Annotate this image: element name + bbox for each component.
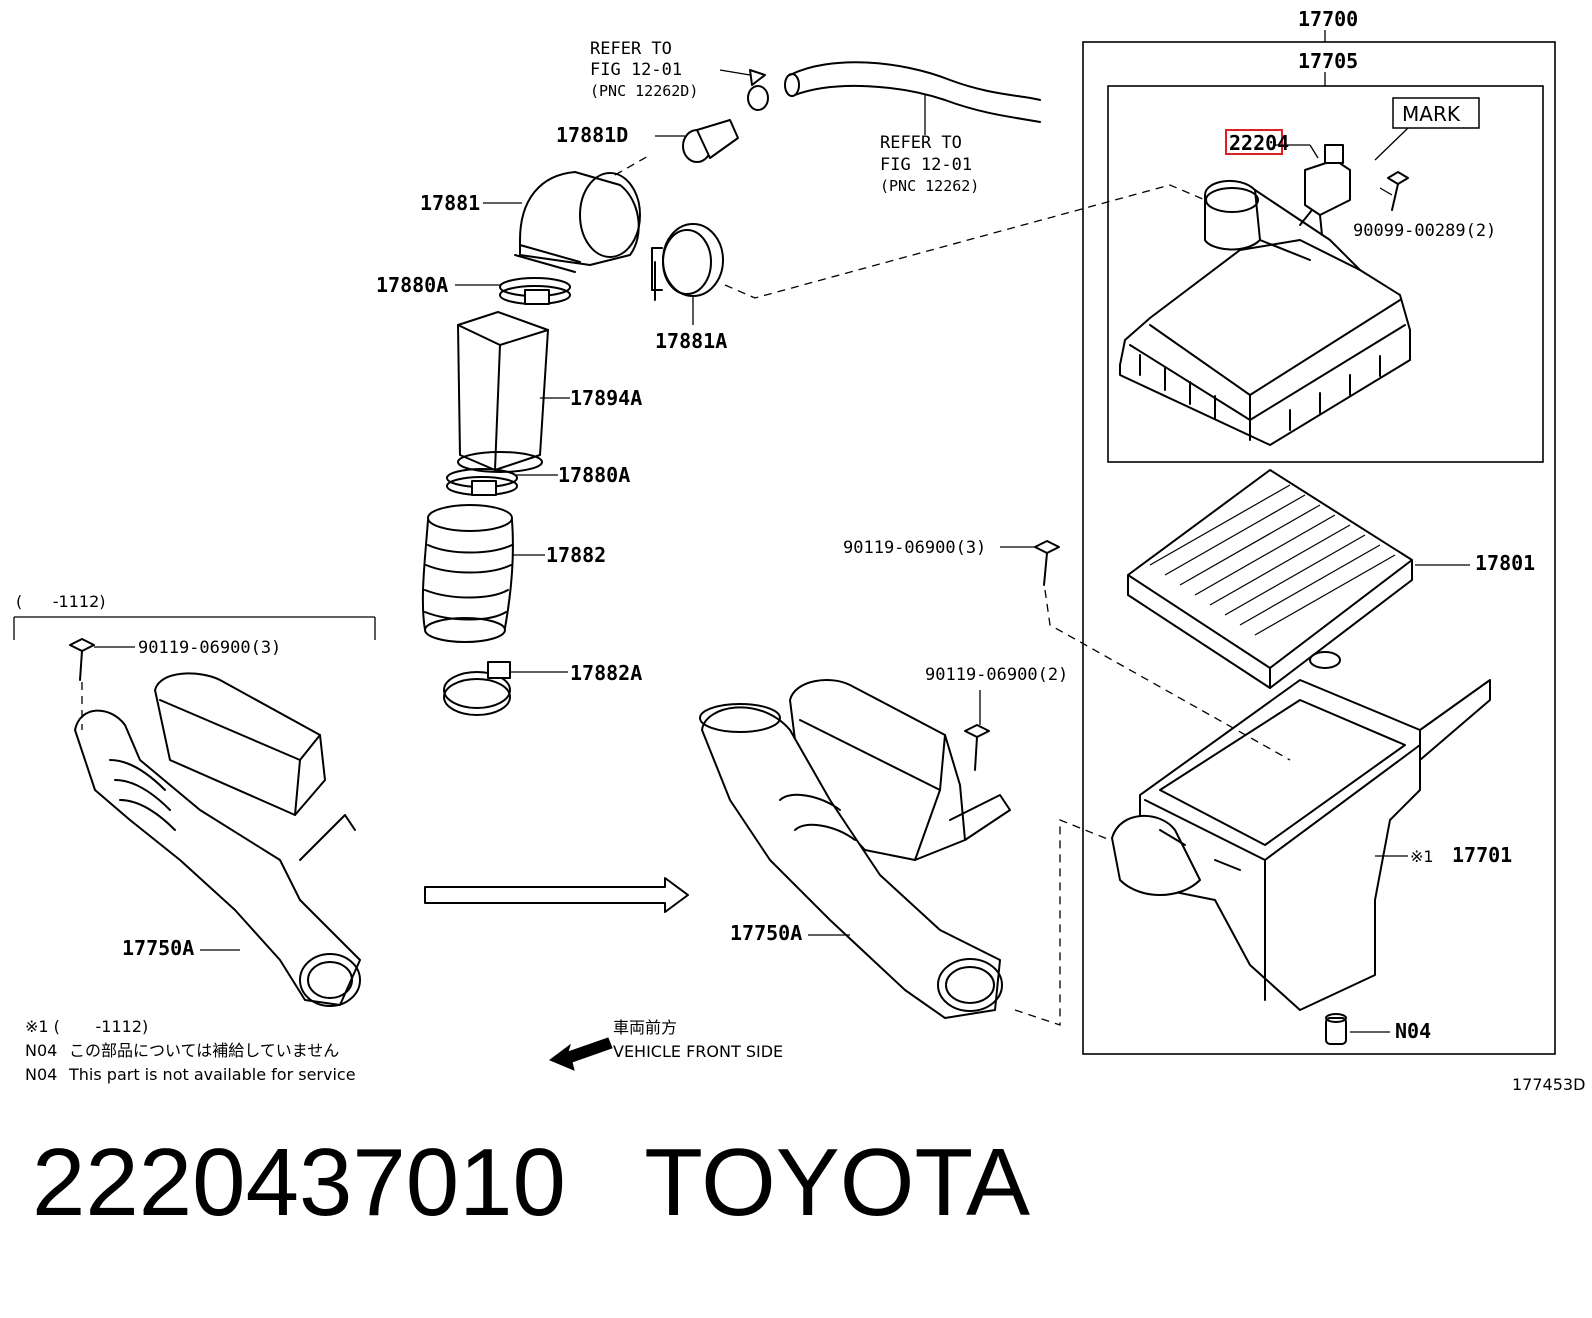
- label-17894a: 17894A: [570, 386, 642, 410]
- label-90099: 90099-00289(2): [1353, 221, 1496, 241]
- note-line-3-text: This part is not available for service: [68, 1065, 356, 1084]
- air-cleaner-cap-drawing: [1119, 179, 1411, 446]
- highlight-box-22204: [1225, 129, 1283, 155]
- label-17882a: 17882A: [570, 661, 642, 685]
- hose-17882-drawing: [421, 504, 514, 643]
- label-mark: MARK: [1402, 102, 1461, 126]
- label-17881a: 17881A: [655, 329, 727, 353]
- label-17881: 17881: [420, 191, 480, 215]
- intake-assembly-center-drawing: [699, 679, 1011, 1019]
- label-refer-2-b: FIG 12-01: [880, 155, 972, 175]
- label-17750a-left: 17750A: [122, 936, 194, 960]
- label-refer-1-c: (PNC 12262D): [590, 82, 698, 100]
- clip-refer-fig-drawing: [747, 69, 769, 111]
- label-refer-2-c: (PNC 12262): [880, 177, 979, 195]
- label-17701-ref: ※1: [1410, 847, 1434, 866]
- transition-arrow: [424, 877, 689, 913]
- clamp-17880a-lower-drawing: [446, 468, 518, 496]
- clamp-17882a-drawing: [443, 661, 511, 716]
- clamp-17880a-upper-drawing: [499, 277, 571, 305]
- label-17882: 17882: [546, 543, 606, 567]
- intake-elbow-17881-drawing: [514, 171, 641, 273]
- vehicle-front-arrow: [549, 1037, 613, 1071]
- label-17880a-upper: 17880A: [376, 273, 448, 297]
- label-90119-upper: 90119-06900(3): [843, 538, 986, 558]
- duct-17894a-drawing: [457, 311, 549, 473]
- label-17701: 17701: [1452, 843, 1512, 867]
- label-n04: N04: [1395, 1019, 1431, 1043]
- note-line-2-text: この部品については補給していません: [69, 1041, 339, 1060]
- assembly-box-17700: [1082, 41, 1556, 1055]
- label-17881d: 17881D: [556, 123, 628, 147]
- label-90119-left: 90119-06900(3): [138, 638, 281, 658]
- air-cleaner-case-drawing: [1111, 651, 1491, 1011]
- part-number-title: 2220437010 TOYOTA: [32, 1129, 1031, 1236]
- grommet-n04-drawing: [1325, 1013, 1347, 1045]
- bolt-90099-drawing: [1387, 171, 1409, 211]
- note-line-2-code: N04: [25, 1041, 57, 1060]
- label-22204: 22204: [1229, 131, 1289, 155]
- direction-en: VEHICLE FRONT SIDE: [613, 1042, 783, 1061]
- intake-assembly-left-drawing: [74, 672, 361, 1007]
- fitting-17881d-drawing: [682, 119, 739, 163]
- mass-air-flow-sensor-drawing: [1299, 144, 1351, 236]
- label-refer-1-b: FIG 12-01: [590, 60, 682, 80]
- bolt-left-drawing: [69, 638, 95, 681]
- clamp-17881a-drawing: [651, 223, 724, 301]
- air-filter-element-drawing: [1127, 469, 1413, 689]
- label-17750a-center: 17750A: [730, 921, 802, 945]
- label-17801: 17801: [1475, 551, 1535, 575]
- note-line-1: ※1 ( -1112): [25, 1017, 148, 1036]
- bolt-center-drawing: [964, 724, 990, 771]
- label-17705: 17705: [1298, 49, 1358, 73]
- label-17700: 17700: [1298, 7, 1358, 31]
- label-diagram-id: 177453D: [1512, 1075, 1585, 1094]
- note-line-3-code: N04: [25, 1065, 57, 1084]
- direction-jp: 車両前方: [613, 1018, 677, 1037]
- label-17880a-lower: 17880A: [558, 463, 630, 487]
- label-refer-1-a: REFER TO: [590, 39, 672, 59]
- label-refer-2-a: REFER TO: [880, 133, 962, 153]
- label-90119-center: 90119-06900(2): [925, 665, 1068, 685]
- hose-refer-fig-drawing: [784, 61, 1041, 123]
- bolt-upper-right-drawing: [1034, 540, 1060, 586]
- mark-box: [1392, 97, 1480, 129]
- label-range-left: ( -1112): [16, 592, 106, 611]
